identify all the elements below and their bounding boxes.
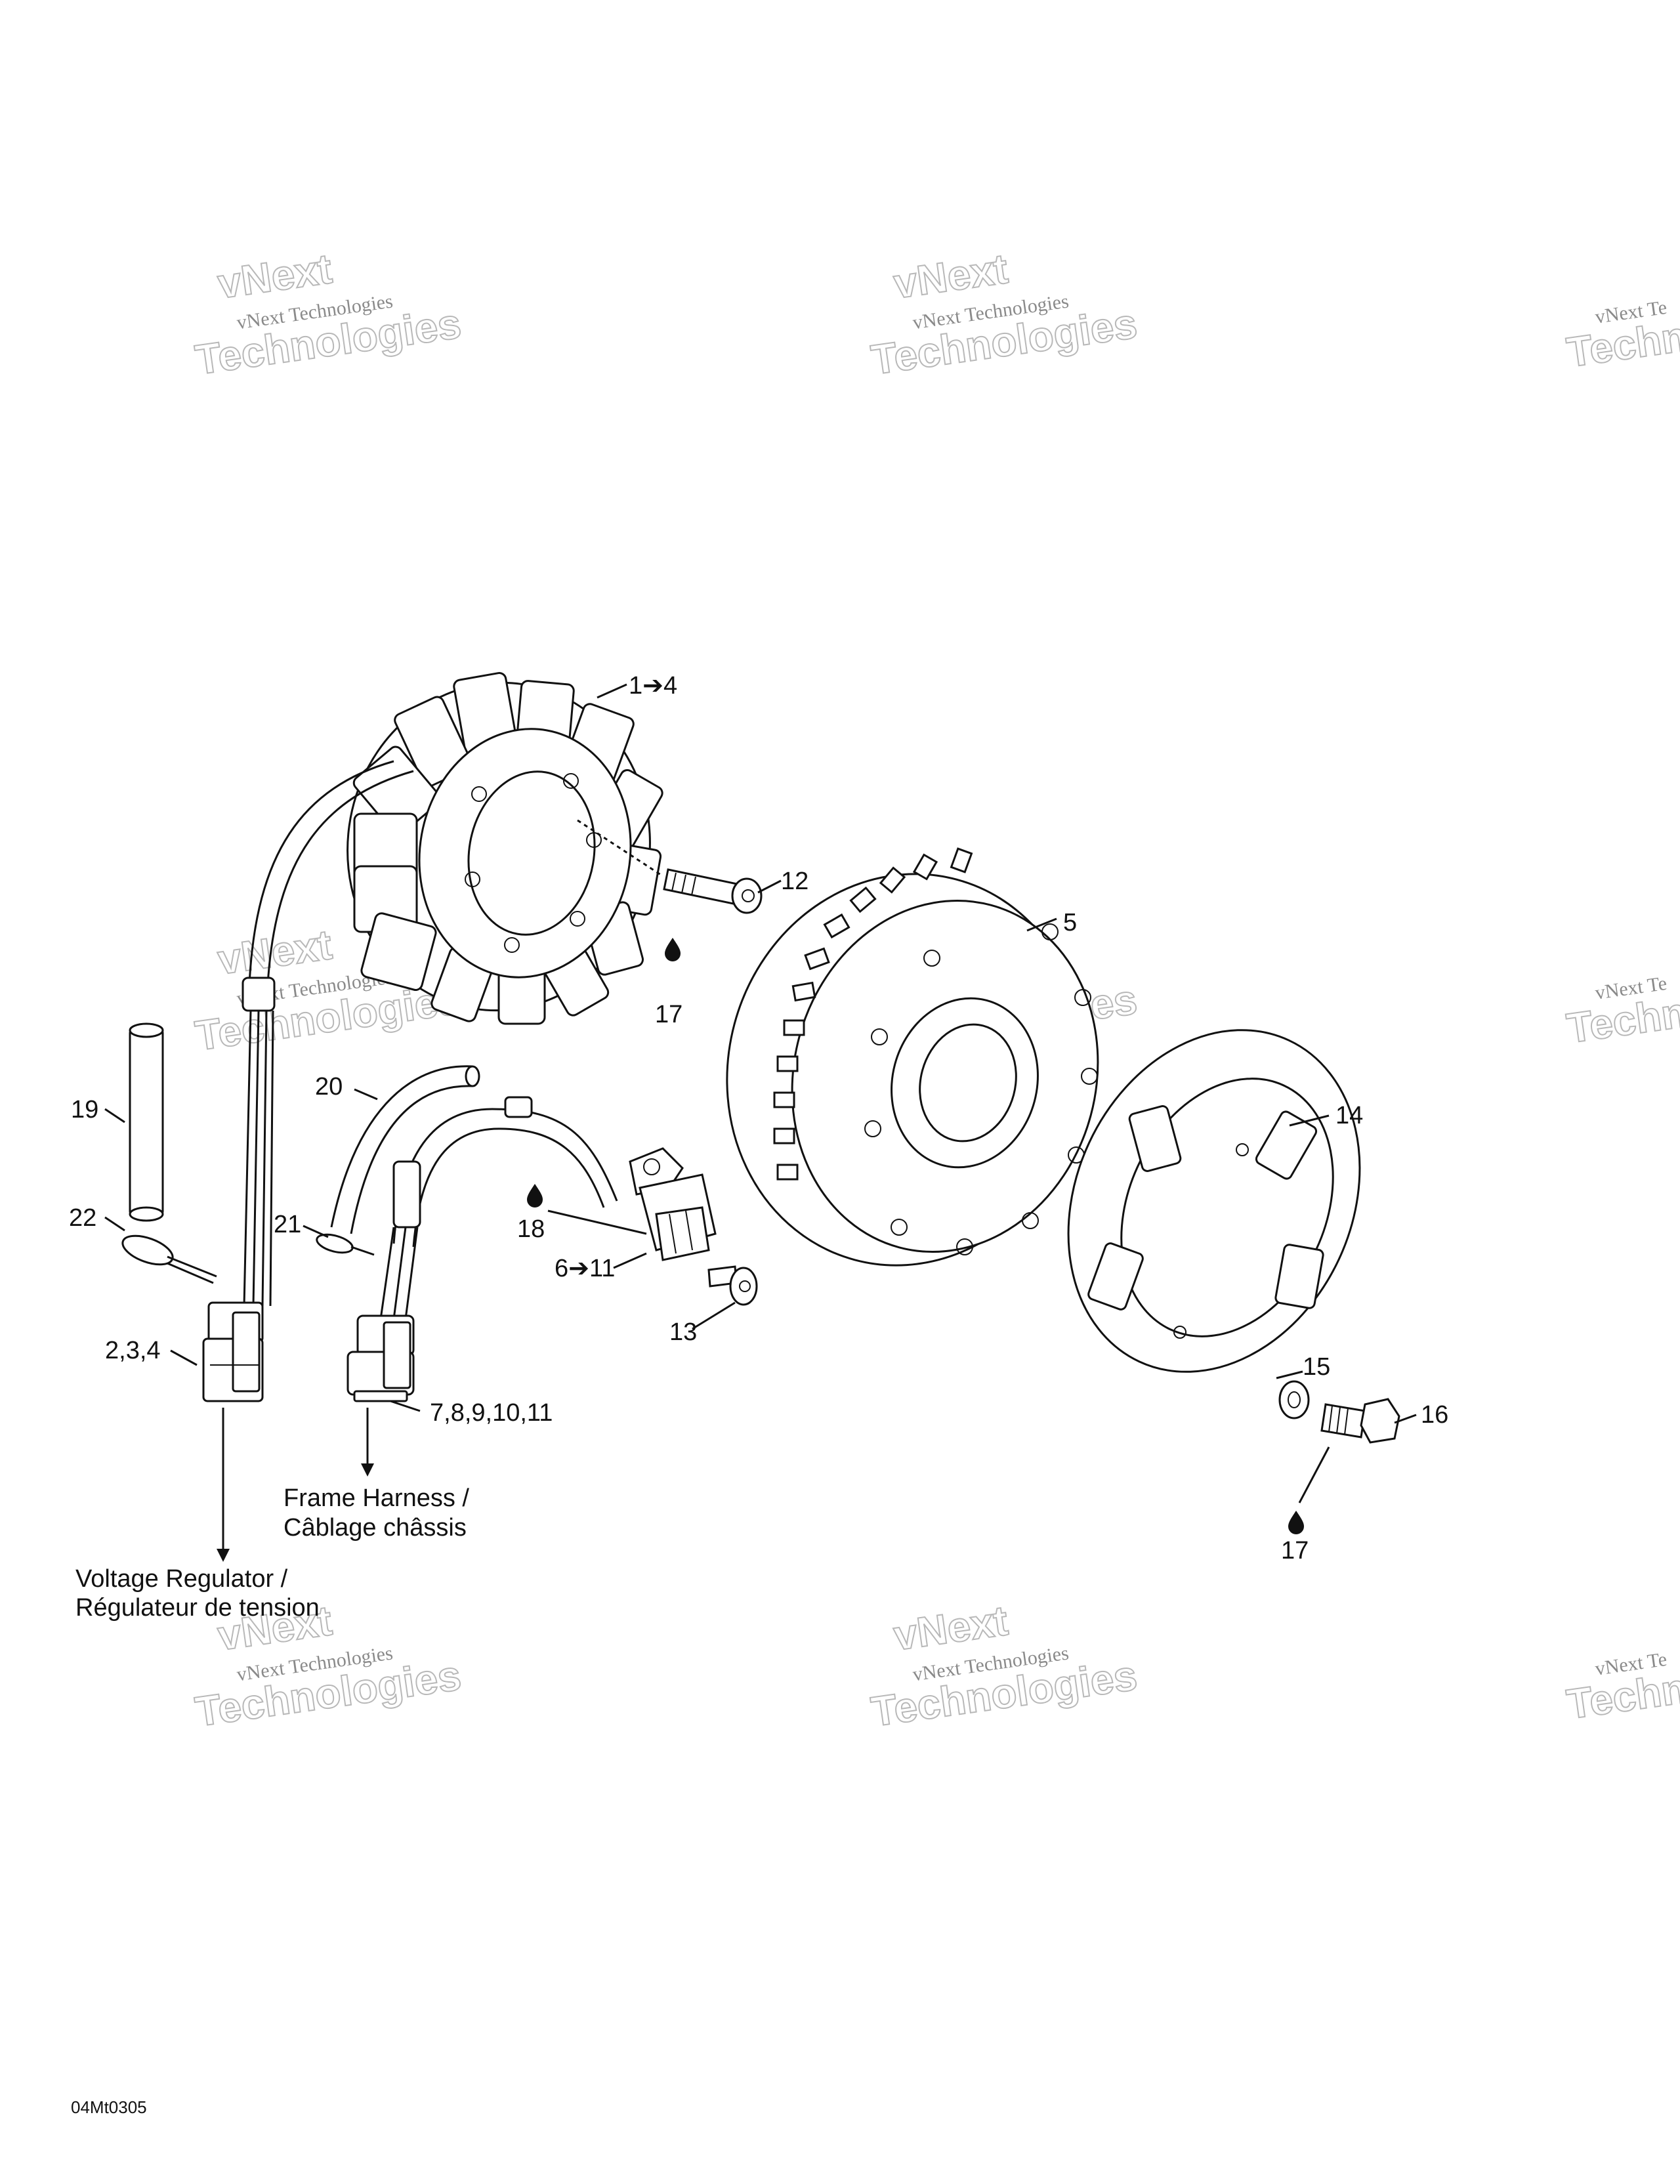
oil-drop-icon <box>527 1184 543 1208</box>
callout-7-11: 7,8,9,10,11 <box>430 1399 553 1427</box>
watermark-large-top: vNext <box>891 245 1011 308</box>
washer-15 <box>1278 1380 1310 1419</box>
callout-20: 20 <box>315 1073 343 1101</box>
stator-part <box>242 672 663 1307</box>
caption-voltage-regulator: Voltage Regulator / <box>75 1565 288 1593</box>
callout-13: 13 <box>669 1318 697 1346</box>
caption-cablage-chassis: Câblage châssis <box>284 1514 467 1542</box>
callout-1-4: 1➔4 <box>629 672 677 700</box>
callout-16: 16 <box>1421 1401 1448 1429</box>
tie-wrap-22 <box>121 1234 217 1284</box>
callout-5: 5 <box>1063 909 1077 936</box>
watermark-large-top: vNext <box>215 245 335 308</box>
callout-15: 15 <box>1303 1353 1330 1381</box>
flywheel-magnets <box>773 847 973 1181</box>
connector-234 <box>202 1301 264 1402</box>
hose-20 <box>330 1065 480 1234</box>
callout-17-top: 17 <box>655 1001 682 1028</box>
screw-13 <box>707 1265 758 1306</box>
caption-frame-harness: Frame Harness / <box>284 1484 469 1512</box>
flywheel-part <box>726 847 1099 1267</box>
bolt-12 <box>577 819 763 914</box>
bolt-16 <box>1320 1398 1400 1444</box>
drawing-code: 04Mt0305 <box>71 2097 147 2117</box>
leader-lines <box>104 683 1417 1562</box>
stator-poles <box>352 672 663 1025</box>
callout-6-11: 6➔11 <box>555 1255 615 1282</box>
callout-19: 19 <box>71 1096 98 1124</box>
callout-2-3-4: 2,3,4 <box>105 1337 161 1364</box>
callout-12: 12 <box>781 868 808 895</box>
caption-regulateur-tension: Régulateur de tension <box>75 1594 320 1622</box>
pickup-sensor <box>629 1147 717 1261</box>
watermark-large-top: vNext <box>891 1597 1011 1660</box>
callout-21: 21 <box>274 1211 301 1238</box>
clamp-21 <box>316 1233 375 1256</box>
callout-18: 18 <box>517 1215 545 1243</box>
callout-14: 14 <box>1335 1102 1363 1129</box>
oil-drop-icon <box>665 938 681 961</box>
oil-drop-icon <box>1288 1511 1304 1534</box>
ring-14 <box>1067 1029 1361 1373</box>
pickup-harness <box>379 1096 618 1320</box>
callout-22: 22 <box>69 1204 96 1232</box>
tube-19 <box>129 1022 164 1222</box>
callout-17-bottom: 17 <box>1281 1537 1309 1564</box>
connector-7-11 <box>346 1314 415 1402</box>
